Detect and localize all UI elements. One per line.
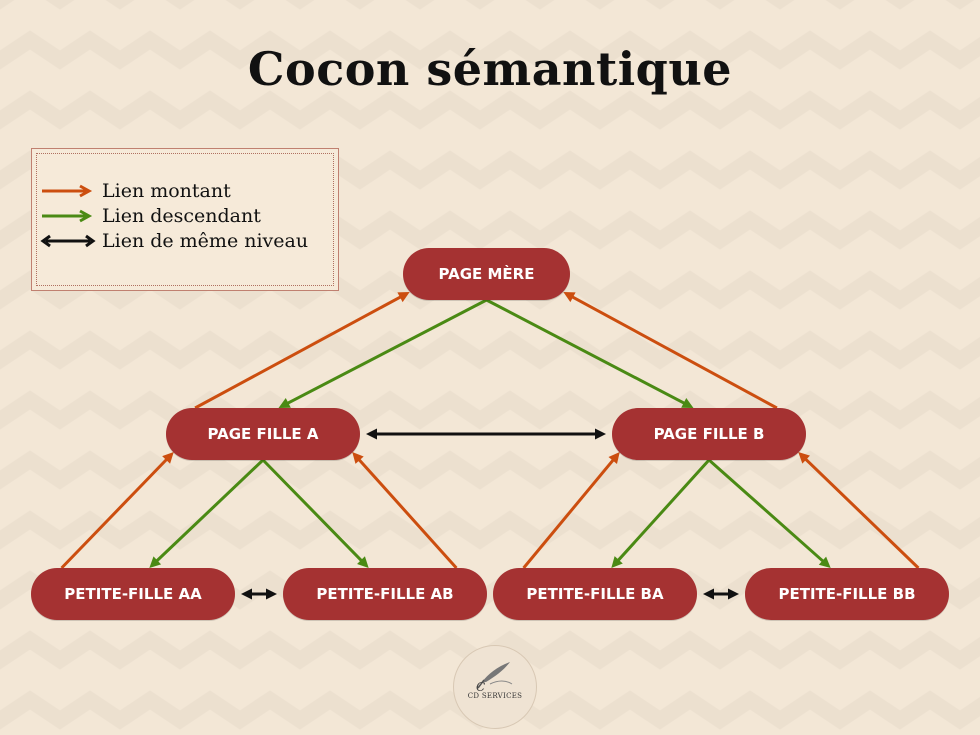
arrow-head bbox=[149, 556, 162, 568]
down-link bbox=[154, 458, 265, 564]
zigzag-band bbox=[0, 390, 980, 430]
arrow-head bbox=[357, 556, 369, 568]
up-link bbox=[522, 457, 616, 569]
down-link bbox=[284, 298, 488, 406]
arrow-head bbox=[595, 428, 606, 440]
arrow-head bbox=[818, 556, 831, 568]
legend: Lien montant Lien descendant Lien de mêm… bbox=[31, 148, 339, 291]
down-link bbox=[708, 458, 826, 564]
node-page-fille-b: PAGE FILLE B bbox=[612, 408, 806, 460]
legend-item-up: Lien montant bbox=[40, 179, 231, 203]
node-petite-fille-aa: PETITE-FILLE AA bbox=[31, 568, 235, 620]
legend-label-same: Lien de même niveau bbox=[102, 230, 309, 252]
down-link bbox=[485, 298, 688, 406]
double-arrow-icon bbox=[40, 234, 96, 248]
node-petite-fille-ba: PETITE-FILLE BA bbox=[493, 568, 697, 620]
arrow-head bbox=[397, 292, 410, 303]
quill-pen-icon: C bbox=[476, 662, 513, 694]
arrow-head bbox=[681, 398, 694, 408]
legend-item-same: Lien de même niveau bbox=[40, 229, 308, 253]
zigzag-band bbox=[0, 450, 980, 490]
up-link bbox=[802, 456, 920, 570]
down-link bbox=[261, 458, 365, 564]
legend-border bbox=[36, 153, 334, 286]
page-title: Cocon sémantique bbox=[247, 42, 733, 96]
up-link bbox=[356, 456, 458, 570]
zigzag-band bbox=[0, 90, 980, 130]
arrow-head bbox=[366, 428, 377, 440]
legend-label-up: Lien montant bbox=[102, 180, 231, 202]
orange-arrow-icon bbox=[42, 184, 93, 198]
arrow-head bbox=[241, 588, 252, 600]
svg-text:C: C bbox=[476, 680, 485, 694]
up-link bbox=[569, 294, 778, 410]
arrow-head bbox=[266, 588, 277, 600]
node-petite-fille-ab: PETITE-FILLE AB bbox=[283, 568, 487, 620]
green-arrow-icon bbox=[42, 209, 93, 223]
logo-name: CD SERVICES bbox=[467, 692, 523, 700]
company-logo: C CD SERVICES bbox=[453, 645, 537, 729]
arrow-head bbox=[798, 452, 810, 464]
zigzag-band bbox=[0, 330, 980, 370]
legend-label-down: Lien descendant bbox=[102, 205, 261, 227]
arrow-head bbox=[563, 292, 576, 303]
node-page-mere: PAGE MÈRE bbox=[403, 248, 570, 300]
arrow-head bbox=[608, 452, 620, 464]
down-link bbox=[615, 458, 711, 564]
zigzag-band bbox=[0, 510, 980, 550]
arrow-head bbox=[611, 556, 623, 568]
arrow-head bbox=[728, 588, 739, 600]
node-petite-fille-bb: PETITE-FILLE BB bbox=[745, 568, 949, 620]
up-link bbox=[194, 294, 404, 410]
arrow-head bbox=[352, 452, 364, 464]
zigzag-band bbox=[0, 30, 980, 70]
arrow-head bbox=[162, 452, 174, 464]
node-page-fille-a: PAGE FILLE A bbox=[166, 408, 360, 460]
up-link bbox=[60, 456, 170, 570]
arrow-head bbox=[703, 588, 714, 600]
arrow-head bbox=[278, 398, 291, 408]
legend-item-down: Lien descendant bbox=[40, 204, 261, 228]
